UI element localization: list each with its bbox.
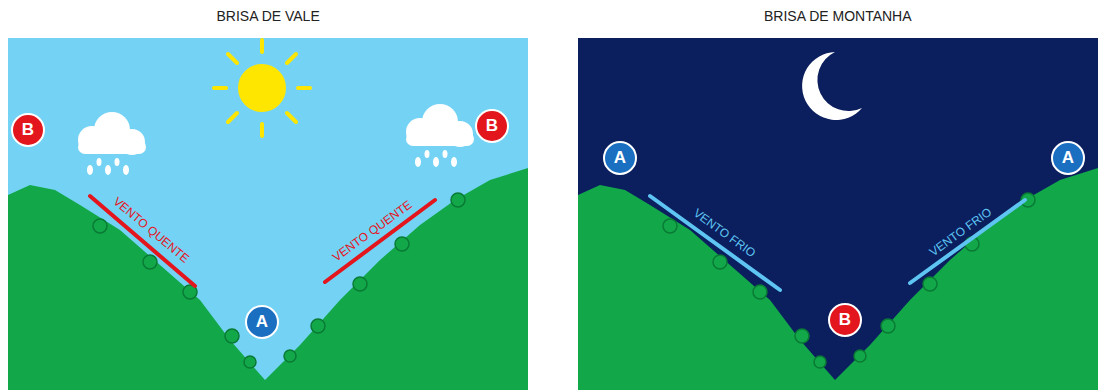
pressure-letter: B [22, 120, 34, 140]
valley-mountains [8, 168, 528, 390]
pressure-circle: A [1051, 141, 1085, 175]
pressure-circle: A [245, 305, 279, 339]
rain-cloud [78, 112, 146, 175]
pressure-letter: A [1062, 148, 1074, 168]
pressure-letter: A [614, 148, 626, 168]
sun [214, 40, 310, 136]
pressure-letter: B [839, 310, 851, 330]
night-sky [578, 38, 1098, 390]
pressure-letter: A [256, 312, 268, 332]
panel-title: BRISA DE MONTANHA [764, 8, 912, 24]
moon [802, 52, 862, 120]
pressure-circle: B [475, 109, 509, 143]
pressure-circle: B [11, 113, 45, 147]
warm-wind-line [90, 196, 435, 286]
pressure-circle: A [603, 141, 637, 175]
valley-mountains [578, 168, 1098, 390]
cold-wind-line [650, 196, 1025, 290]
trees [93, 193, 1035, 368]
panel-title: BRISA DE VALE [217, 8, 320, 24]
day-sky [8, 38, 528, 390]
rain-cloud [406, 104, 474, 167]
pressure-letter: B [486, 116, 498, 136]
pressure-circle: B [828, 303, 862, 337]
